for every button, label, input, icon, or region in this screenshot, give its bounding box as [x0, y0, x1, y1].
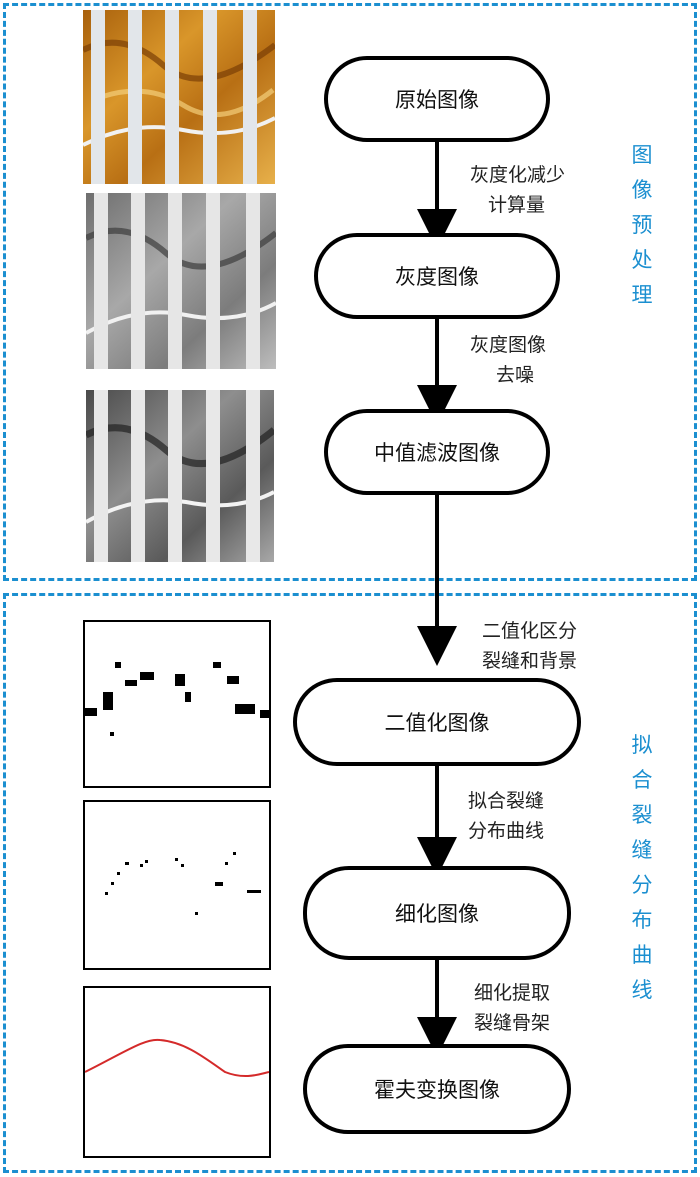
node-label: 中值滤波图像 [374, 441, 500, 465]
node-median-filter-image: 中值滤波图像 [324, 409, 550, 495]
node-label: 灰度图像 [395, 265, 479, 289]
node-label: 二值化图像 [384, 711, 490, 735]
edge-label-3-line1: 二值化区分 [482, 620, 578, 642]
node-label: 原始图像 [395, 88, 479, 112]
node-original-image: 原始图像 [324, 56, 550, 142]
preprocessing-section [3, 3, 697, 581]
edge-label-1-line2: 计算量 [488, 194, 546, 216]
edge-label-2: 灰度图像 去噪 [470, 330, 546, 390]
node-grayscale-image: 灰度图像 [314, 233, 560, 319]
edge-label-2-line1: 灰度图像 [470, 334, 547, 356]
edge-label-4-line1: 拟合裂缝 [468, 790, 545, 812]
node-binary-image: 二值化图像 [293, 678, 581, 766]
grayscale-image-thumbnail [86, 193, 276, 369]
edge-label-5-line2: 裂缝骨架 [474, 1012, 551, 1034]
section-title-curve-fitting: 拟 合 裂 缝 分 布 曲 线 [631, 733, 653, 1002]
original-image-thumbnail [83, 10, 275, 184]
edge-label-4-line2: 分布曲线 [468, 820, 545, 842]
node-thinned-image: 细化图像 [303, 866, 571, 960]
edge-label-3: 二值化区分 裂缝和背景 [482, 616, 577, 676]
edge-label-5-line1: 细化提取 [474, 982, 551, 1004]
edge-label-1-line1: 灰度化减少 [470, 164, 566, 186]
edge-label-1: 灰度化减少 计算量 [470, 160, 565, 220]
thinned-image-thumbnail [83, 800, 271, 970]
node-label: 霍夫变换图像 [374, 1078, 500, 1102]
median-filter-image-thumbnail [86, 390, 274, 562]
edge-label-5: 细化提取 裂缝骨架 [474, 978, 550, 1038]
edge-label-4: 拟合裂缝 分布曲线 [468, 786, 544, 846]
curve-fitting-section [3, 593, 697, 1173]
edge-label-2-line2: 去噪 [496, 364, 535, 386]
edge-label-3-line2: 裂缝和背景 [482, 650, 578, 672]
node-label: 细化图像 [395, 902, 479, 926]
binary-image-thumbnail [83, 620, 271, 788]
section-title-preprocessing: 图 像 预 处 理 [631, 143, 653, 307]
node-hough-transform-image: 霍夫变换图像 [303, 1044, 571, 1134]
hough-transform-image-thumbnail [83, 986, 271, 1158]
